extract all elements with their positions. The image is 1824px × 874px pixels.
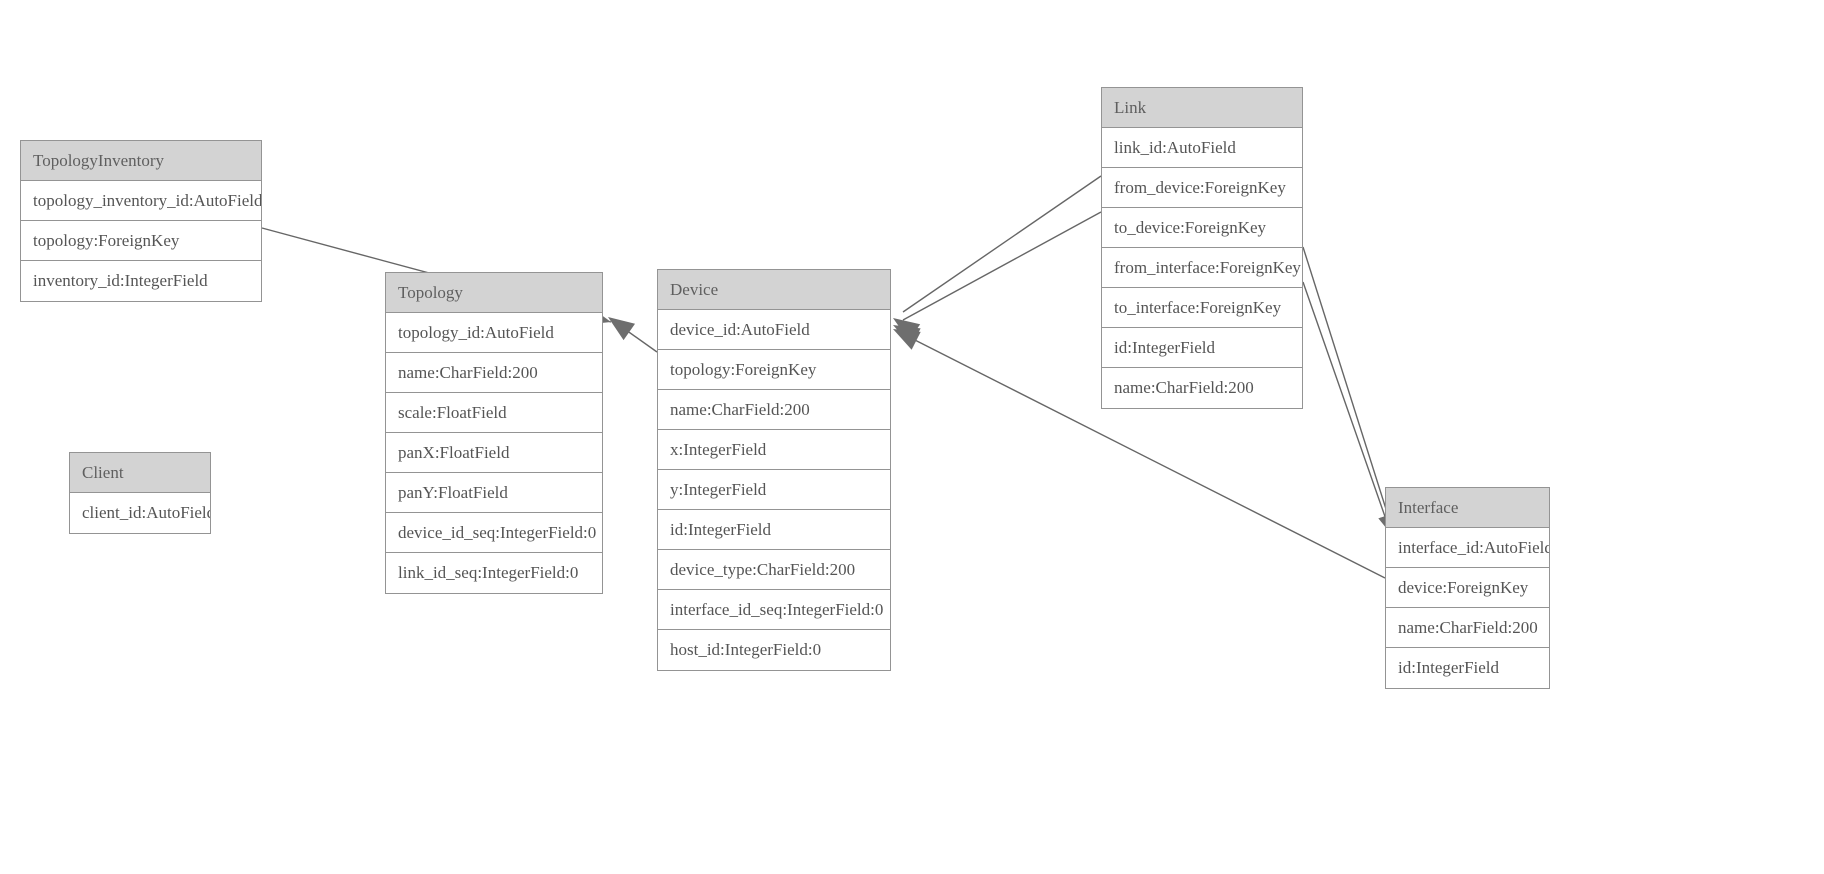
relationship-line: [902, 211, 1102, 321]
entity-field-row[interactable]: device:ForeignKey: [1386, 568, 1549, 608]
entity-field-row[interactable]: device_type:CharField:200: [658, 550, 890, 590]
entity-title-link: Link: [1102, 88, 1302, 128]
entity-field-row[interactable]: inventory_id:IntegerField: [33, 271, 208, 290]
entity-field-row[interactable]: link_id:AutoField: [1102, 128, 1302, 168]
entity-title-interface: Interface: [1386, 488, 1549, 528]
entity-field-row[interactable]: scale:FloatField: [386, 393, 602, 433]
relationship-line: [904, 334, 1386, 579]
entity-field-row[interactable]: name:CharField:200: [1386, 608, 1549, 648]
entity-field-row[interactable]: from_device:ForeignKey: [1102, 168, 1302, 208]
relationship-rel-link-to-device[interactable]: [888, 211, 1102, 347]
relationship-line: [1302, 246, 1393, 529]
entity-field-row[interactable]: topology_id:AutoField: [386, 313, 602, 353]
entity-field-row[interactable]: name:CharField:200: [386, 353, 602, 393]
relationship-arrowhead-icon: [608, 317, 636, 341]
relationship-line: [902, 175, 1102, 313]
entity-field-row[interactable]: device_id_seq:IntegerField:0: [386, 513, 602, 553]
entity-field-row[interactable]: client_id:AutoField: [82, 503, 210, 522]
entity-title-topology_inventory: TopologyInventory: [21, 141, 261, 181]
entity-field-row[interactable]: topology:ForeignKey: [21, 221, 261, 261]
entity-field-row[interactable]: id:IntegerField: [1102, 328, 1302, 368]
entity-field-row[interactable]: host_id:IntegerField:0: [670, 640, 822, 659]
relationship-line: [1302, 281, 1390, 529]
entity-field-row[interactable]: x:IntegerField: [658, 430, 890, 470]
entity-field-row[interactable]: id:IntegerField: [658, 510, 890, 550]
entity-field-row[interactable]: topology:ForeignKey: [658, 350, 890, 390]
entity-title-topology: Topology: [386, 273, 602, 313]
entity-field-row[interactable]: name:CharField:200: [1114, 378, 1254, 397]
entity-field-row[interactable]: interface_id_seq:IntegerField:0: [658, 590, 890, 630]
entity-title-client: Client: [70, 453, 210, 493]
entity-field-row[interactable]: name:CharField:200: [658, 390, 890, 430]
relationship-arrowhead-icon: [893, 329, 921, 350]
entity-field-row[interactable]: device_id:AutoField: [658, 310, 890, 350]
entity-field-row[interactable]: link_id_seq:IntegerField:0: [398, 563, 579, 582]
entity-field-row[interactable]: from_interface:ForeignKey: [1102, 248, 1302, 288]
entity-field-row[interactable]: id:IntegerField: [1398, 658, 1500, 677]
relationship-rel-device-topology[interactable]: [602, 309, 658, 353]
entity-fields-client: client_id:AutoField: [70, 493, 210, 533]
entity-field-row[interactable]: to_interface:ForeignKey: [1102, 288, 1302, 328]
entity-field-row[interactable]: topology_inventory_id:AutoField: [21, 181, 261, 221]
relationship-rel-link-from-device[interactable]: [887, 175, 1102, 341]
entity-box-client[interactable]: Client client_id:AutoField: [69, 452, 211, 534]
entity-field-row[interactable]: interface_id:AutoField: [1386, 528, 1549, 568]
entity-field-row[interactable]: panX:FloatField: [386, 433, 602, 473]
relationship-rel-interface-device[interactable]: [888, 320, 1386, 579]
entity-field-row[interactable]: y:IntegerField: [658, 470, 890, 510]
entity-field-row[interactable]: to_device:ForeignKey: [1102, 208, 1302, 248]
entity-field-row[interactable]: panY:FloatField: [386, 473, 602, 513]
entity-title-device: Device: [658, 270, 890, 310]
